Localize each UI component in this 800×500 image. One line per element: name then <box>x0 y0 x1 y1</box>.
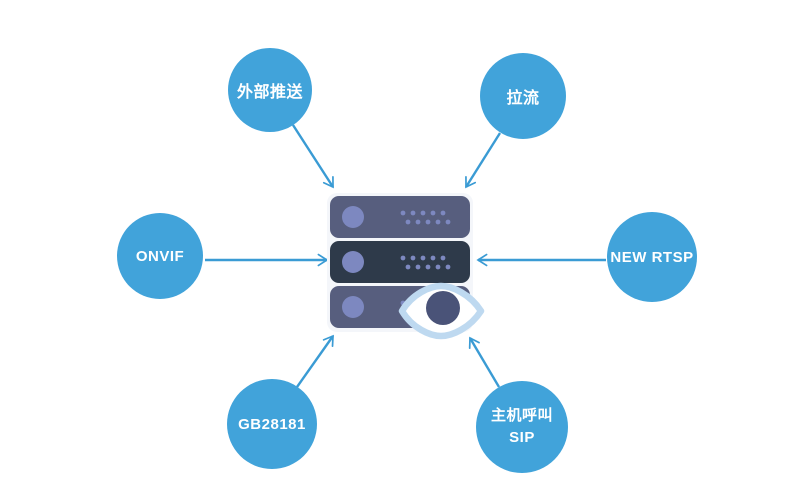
node-label-line1: 主机呼叫 <box>490 407 553 425</box>
node-label: GB28181 <box>238 415 306 433</box>
server-vent-dots <box>400 210 451 225</box>
arrow-gb28181-to-server <box>296 334 334 388</box>
node-label: ONVIF <box>135 247 185 265</box>
server-led <box>342 251 364 273</box>
node-sip: 主机呼叫 SIP <box>476 381 568 473</box>
node-new-rtsp: NEW RTSP <box>607 212 697 302</box>
arrow-pull-stream-to-server <box>464 132 502 189</box>
server-bar-top <box>330 196 470 238</box>
server-bar-middle-body <box>330 241 470 283</box>
node-pull-stream: 拉流 <box>480 53 566 139</box>
node-external-push: 外部推送 <box>228 48 312 132</box>
arrow-external-push-to-server <box>291 124 335 189</box>
node-label: 外部推送 <box>236 84 303 101</box>
server-bar-middle <box>330 241 470 283</box>
server-led <box>342 296 364 318</box>
node-label: NEW RTSP <box>610 248 694 266</box>
eye-pupil <box>426 291 460 325</box>
server-stack-with-eye-icon <box>327 193 485 340</box>
node-label-line2: SIP <box>509 429 535 446</box>
node-label: 拉流 <box>506 90 540 107</box>
arrow-sip-to-server <box>468 336 501 388</box>
server-bar-top-body <box>330 196 470 238</box>
arrow-group <box>205 124 606 388</box>
node-onvif: ONVIF <box>117 213 203 299</box>
node-gb28181: GB28181 <box>227 379 317 469</box>
eye-icon <box>398 282 485 340</box>
server-vent-dots <box>400 255 451 270</box>
server-led <box>342 206 364 228</box>
